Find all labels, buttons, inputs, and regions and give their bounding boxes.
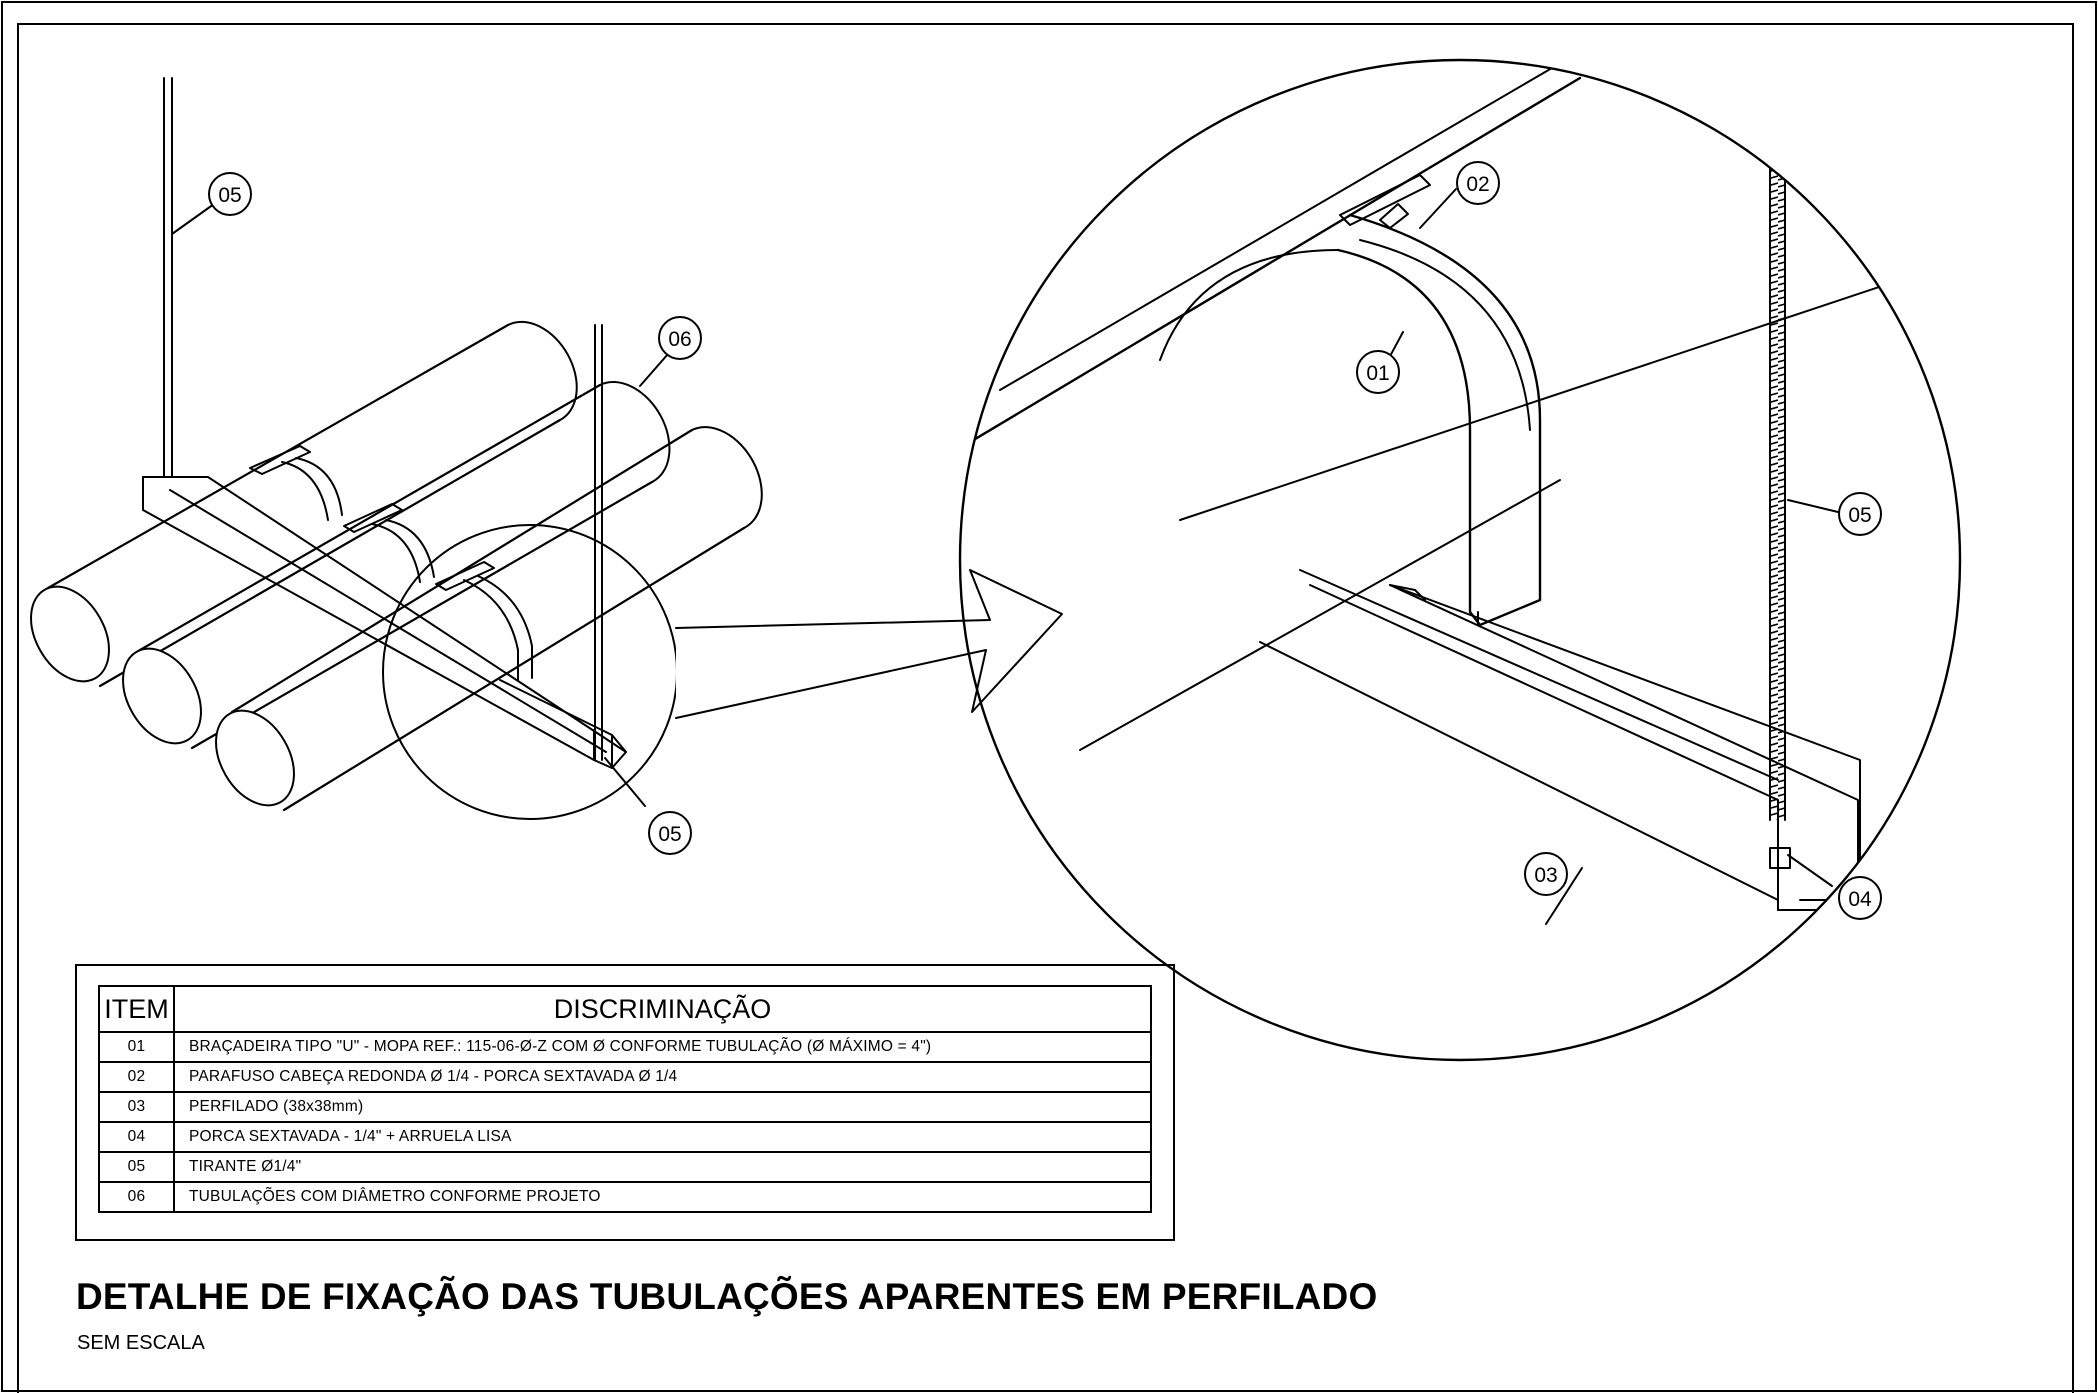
row-item: 01	[98, 1031, 175, 1063]
table-row: 01 BRAÇADEIRA TIPO "U" - MOPA REF.: 115-…	[98, 1031, 1152, 1063]
row-description: BRAÇADEIRA TIPO "U" - MOPA REF.: 115-06-…	[173, 1031, 1152, 1063]
svg-text:05: 05	[218, 184, 241, 207]
isometric-assembly	[30, 77, 763, 820]
row-description: TIRANTE Ø1/4"	[173, 1151, 1152, 1183]
pipe-1	[30, 320, 578, 688]
row-item: 05	[98, 1151, 175, 1183]
inner-border	[17, 23, 2074, 1393]
row-item: 03	[98, 1091, 175, 1123]
large-nut	[1769, 847, 1791, 869]
leader-lines	[171, 188, 1839, 925]
table-row: 05 TIRANTE Ø1/4"	[98, 1151, 1152, 1183]
row-item: 04	[98, 1121, 175, 1153]
table-header-row: ITEM DISCRIMINAÇÃO	[98, 985, 1152, 1033]
detail-marker-circle	[382, 524, 678, 820]
header-description: DISCRIMINAÇÃO	[173, 985, 1152, 1033]
detail-arrow	[675, 569, 1063, 719]
callout-detail-bolt: 02	[1456, 161, 1500, 205]
svg-text:05: 05	[1848, 504, 1871, 527]
callout-left-rod-top: 05	[208, 172, 252, 216]
svg-text:05: 05	[658, 823, 681, 846]
pipe-3	[215, 426, 763, 812]
parts-list-table: ITEM DISCRIMINAÇÃO 01 BRAÇADEIRA TIPO "U…	[98, 985, 1152, 1213]
row-description: PARAFUSO CABEÇA REDONDA Ø 1/4 - PORCA SE…	[173, 1061, 1152, 1093]
svg-text:01: 01	[1366, 362, 1389, 385]
hanger-rod-right	[594, 324, 603, 761]
table-frame	[75, 964, 1175, 1241]
svg-text:06: 06	[668, 328, 691, 351]
callout-detail-rod: 05	[1838, 492, 1882, 536]
large-bolt	[1339, 174, 1431, 226]
table-row: 06 TUBULAÇÕES COM DIÂMETRO CONFORME PROJ…	[98, 1181, 1152, 1213]
table-row: 03 PERFILADO (38x38mm)	[98, 1091, 1152, 1123]
row-item: 06	[98, 1181, 175, 1213]
row-description: TUBULAÇÕES COM DIÂMETRO CONFORME PROJETO	[173, 1181, 1152, 1213]
scale-note: SEM ESCALA	[77, 1332, 205, 1354]
callout-detail-strut: 03	[1524, 852, 1568, 896]
svg-text:04: 04	[1848, 888, 1872, 911]
hanger-rod-left	[163, 77, 173, 477]
row-description: PERFILADO (38x38mm)	[173, 1091, 1152, 1123]
detail-view	[958, 58, 1962, 1062]
pipe-2	[122, 381, 671, 750]
large-pipe	[960, 76, 1582, 462]
row-description: PORCA SEXTAVADA - 1/4" + ARRUELA LISA	[173, 1121, 1152, 1153]
large-threaded-rod	[1770, 120, 1785, 820]
row-item: 02	[98, 1061, 175, 1093]
table-row: 04 PORCA SEXTAVADA - 1/4" + ARRUELA LISA	[98, 1121, 1152, 1153]
header-item: ITEM	[98, 985, 175, 1033]
strut-channel	[142, 476, 627, 769]
callout-detail-clamp: 01	[1356, 350, 1400, 394]
table-row: 02 PARAFUSO CABEÇA REDONDA Ø 1/4 - PORCA…	[98, 1061, 1152, 1093]
callout-left-rod-bottom: 05	[648, 811, 692, 855]
u-clamps-small	[249, 445, 533, 681]
svg-text:02: 02	[1466, 173, 1489, 196]
callout-detail-nut: 04	[1838, 876, 1882, 920]
large-u-clamp	[1336, 213, 1542, 627]
drawing-title: DETALHE DE FIXAÇÃO DAS TUBULAÇÕES APAREN…	[76, 1276, 1378, 1317]
callout-left-pipes: 06	[658, 316, 702, 360]
svg-text:03: 03	[1534, 864, 1557, 887]
